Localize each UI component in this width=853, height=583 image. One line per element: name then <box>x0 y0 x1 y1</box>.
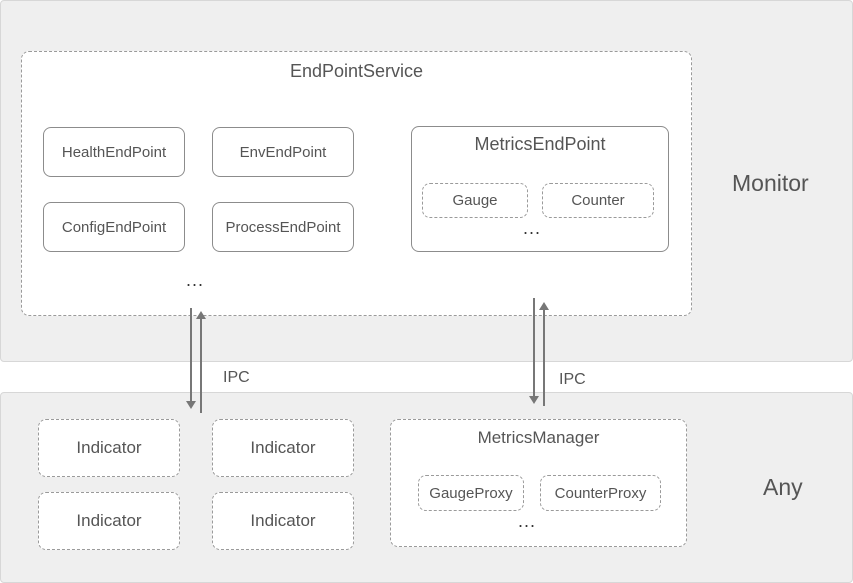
env-endpoint-label: EnvEndPoint <box>239 143 327 161</box>
indicator-box-1: Indicator <box>38 419 180 477</box>
metrics-manager-more: ... <box>518 511 537 531</box>
counter-proxy-box: CounterProxy <box>540 475 661 511</box>
indicator-label: Indicator <box>250 438 316 457</box>
counter-label: Counter <box>571 192 625 209</box>
metrics-manager-title: MetricsManager <box>477 428 600 447</box>
metrics-endpoint-more: ... <box>523 218 542 238</box>
gauge-proxy-label: GaugeProxy <box>429 484 513 502</box>
config-endpoint-label: ConfigEndPoint <box>61 218 167 236</box>
left-ipc-label: IPC <box>223 369 250 386</box>
counter-proxy-label: CounterProxy <box>554 484 647 502</box>
any-label: Any <box>763 474 803 500</box>
env-endpoint-box: EnvEndPoint <box>212 127 354 177</box>
metrics-endpoint-title: MetricsEndPoint <box>474 134 606 154</box>
process-endpoint-label: ProcessEndPoint <box>225 218 341 236</box>
health-endpoint-box: HealthEndPoint <box>43 127 185 177</box>
health-endpoint-label: HealthEndPoint <box>61 143 167 161</box>
indicator-box-2: Indicator <box>212 419 354 477</box>
indicator-label: Indicator <box>76 511 142 530</box>
indicator-label: Indicator <box>250 511 316 530</box>
gauge-proxy-box: GaugeProxy <box>418 475 524 511</box>
counter-box: Counter <box>542 183 654 218</box>
endpoint-service-title: EndPointService <box>289 61 424 81</box>
right-ipc-label: IPC <box>559 371 586 388</box>
endpoints-more: ... <box>186 270 205 290</box>
gauge-label: Gauge <box>452 192 498 209</box>
monitor-label: Monitor <box>732 170 809 196</box>
indicator-box-3: Indicator <box>38 492 180 550</box>
process-endpoint-box: ProcessEndPoint <box>212 202 354 252</box>
indicator-label: Indicator <box>76 438 142 457</box>
indicator-box-4: Indicator <box>212 492 354 550</box>
gauge-box: Gauge <box>422 183 528 218</box>
config-endpoint-box: ConfigEndPoint <box>43 202 185 252</box>
